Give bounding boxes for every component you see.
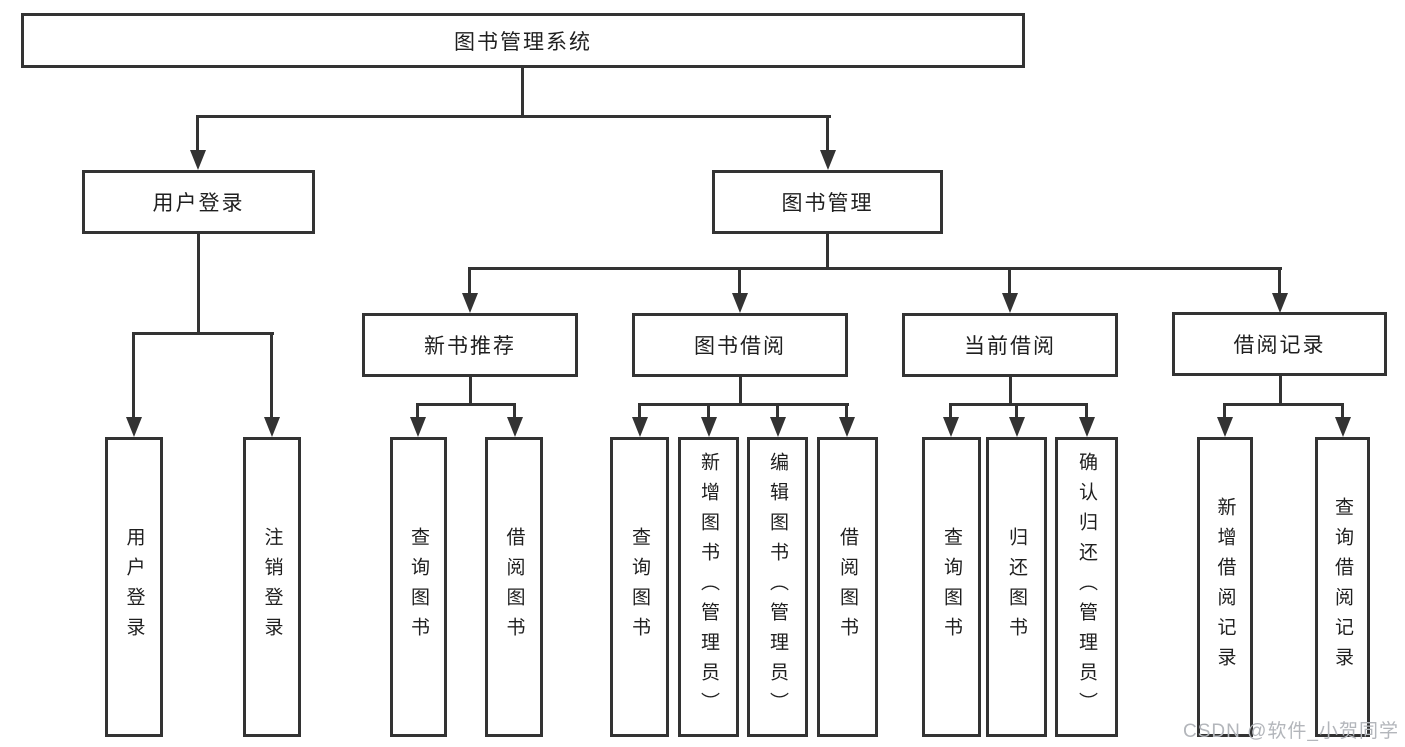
connector-line [845, 403, 848, 420]
arrowhead-down-icon [190, 150, 206, 170]
arrowhead-down-icon [701, 417, 717, 437]
arrowhead-down-icon [839, 417, 855, 437]
arrowhead-down-icon [820, 150, 836, 170]
node-book-management: 图书管理 [712, 170, 943, 234]
connector-line [1341, 403, 1344, 420]
leaf-query-books-recommend: 查询图书 [390, 437, 447, 737]
arrowhead-down-icon [264, 417, 280, 437]
connector-line [1279, 375, 1282, 405]
connector-line [739, 377, 742, 405]
connector-line [738, 267, 741, 296]
node-library-management-system: 图书管理系统 [21, 13, 1025, 68]
arrowhead-down-icon [507, 417, 523, 437]
connector-line [416, 403, 516, 406]
connector-line [638, 403, 641, 420]
arrowhead-down-icon [732, 293, 748, 313]
connector-line [197, 115, 831, 118]
leaf-return-books: 归还图书 [986, 437, 1047, 737]
node-user-login: 用户登录 [82, 170, 315, 234]
arrowhead-down-icon [1272, 293, 1288, 313]
leaf-add-borrow-record: 新增借阅记录 [1197, 437, 1253, 737]
connector-line [468, 267, 471, 296]
connector-line [1009, 376, 1012, 405]
arrowhead-down-icon [462, 293, 478, 313]
leaf-query-books-current: 查询图书 [922, 437, 981, 737]
connector-line [133, 332, 274, 335]
arrowhead-down-icon [1217, 417, 1233, 437]
connector-line [521, 68, 524, 117]
arrowhead-down-icon [410, 417, 426, 437]
connector-line [270, 332, 273, 420]
connector-line [776, 403, 779, 420]
leaf-query-books-borrow: 查询图书 [610, 437, 669, 737]
connector-line [196, 115, 199, 153]
node-book-borrow: 图书借阅 [632, 313, 848, 377]
connector-line [1278, 267, 1281, 296]
connector-line [1008, 267, 1011, 296]
leaf-add-books-admin: 新增图书（管理员） [678, 437, 739, 737]
arrowhead-down-icon [1079, 417, 1095, 437]
leaf-edit-books-admin: 编辑图书（管理员） [747, 437, 808, 737]
arrowhead-down-icon [632, 417, 648, 437]
connector-line [197, 233, 200, 334]
leaf-user-login: 用户登录 [105, 437, 163, 737]
connector-line [826, 233, 829, 270]
node-borrow-records: 借阅记录 [1172, 312, 1387, 376]
csdn-watermark: CSDN @软件_小贺同学 [1183, 721, 1399, 742]
connector-line [513, 403, 516, 420]
connector-line [468, 267, 1282, 270]
arrowhead-down-icon [943, 417, 959, 437]
connector-line [132, 332, 135, 420]
leaf-borrow-books: 借阅图书 [817, 437, 878, 737]
connector-line [949, 403, 952, 420]
connector-line [826, 115, 829, 153]
leaf-logout: 注销登录 [243, 437, 301, 737]
connector-line [1015, 403, 1018, 420]
arrowhead-down-icon [1335, 417, 1351, 437]
leaf-query-borrow-record: 查询借阅记录 [1315, 437, 1370, 737]
node-new-book-recommend: 新书推荐 [362, 313, 578, 377]
arrowhead-down-icon [1009, 417, 1025, 437]
connector-line [1085, 403, 1088, 420]
leaf-borrow-books-recommend: 借阅图书 [485, 437, 543, 737]
arrowhead-down-icon [126, 417, 142, 437]
connector-line [1223, 403, 1344, 406]
connector-line [1223, 403, 1226, 420]
connector-line [949, 403, 1088, 406]
connector-line [707, 403, 710, 420]
node-current-borrow: 当前借阅 [902, 313, 1118, 377]
leaf-confirm-return-admin: 确认归还（管理员） [1055, 437, 1118, 737]
connector-line [638, 403, 849, 406]
connector-line [416, 403, 419, 420]
arrowhead-down-icon [770, 417, 786, 437]
arrowhead-down-icon [1002, 293, 1018, 313]
connector-line [469, 377, 472, 405]
